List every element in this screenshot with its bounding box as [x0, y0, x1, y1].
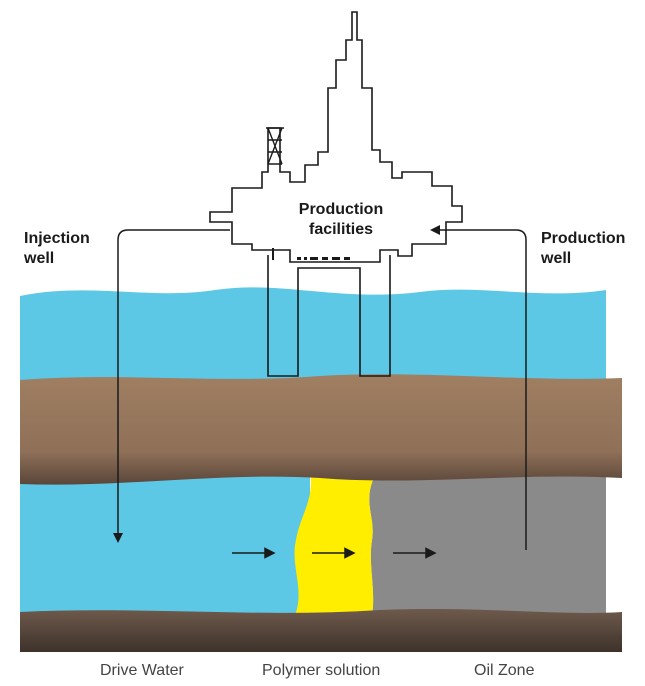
- production-facilities-label: Production facilities: [286, 200, 396, 240]
- production-facilities-label-line2: facilities: [308, 221, 374, 238]
- production-well-line: [438, 229, 527, 550]
- rock-layer: [20, 374, 622, 485]
- reservoir-water-zone: [20, 475, 310, 615]
- derrick-tower: [266, 127, 284, 165]
- platform-legs: [267, 255, 391, 377]
- injection-well-label-line2: well: [24, 250, 55, 267]
- injection-arrowhead: [113, 533, 123, 543]
- production-well-label-line2: well: [541, 250, 572, 267]
- injection-well-line: [117, 229, 230, 535]
- caption-polymer-solution: Polymer solution: [262, 662, 381, 679]
- production-well-label: Production well: [541, 229, 625, 269]
- polymer-solution-band: [294, 470, 378, 615]
- caption-drive-water: Drive Water: [100, 662, 184, 679]
- injection-well-label-line1: Injection: [24, 230, 90, 247]
- production-arrowhead: [430, 225, 440, 235]
- caption-oil-zone: Oil Zone: [474, 662, 535, 679]
- flow-arrows: [232, 547, 437, 559]
- production-platform: [209, 11, 463, 263]
- deck-details: [272, 248, 350, 260]
- production-well-label-line1: Production: [541, 230, 626, 247]
- production-facilities-label-line1: Production: [298, 201, 384, 218]
- sea-layer: [20, 287, 606, 380]
- seabed-layer: [20, 609, 622, 652]
- injection-well-label: Injection well: [24, 229, 90, 269]
- oil-zone: [369, 470, 606, 615]
